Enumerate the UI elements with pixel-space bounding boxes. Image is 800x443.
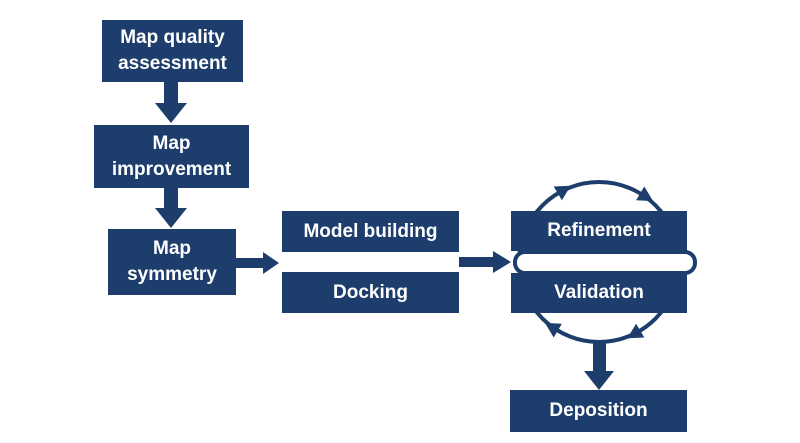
- cycle-pill-connector: [513, 250, 697, 275]
- node-map-symmetry: Map symmetry: [108, 229, 236, 295]
- node-refinement: Refinement: [511, 211, 687, 251]
- arrow-modelbuilding-to-refinement-icon: [459, 251, 511, 273]
- node-deposition: Deposition: [510, 390, 687, 432]
- node-validation: Validation: [511, 273, 687, 313]
- arrow-cycle-to-deposition-icon: [584, 342, 614, 390]
- cycle-arrowhead-top-right-icon: [636, 186, 654, 202]
- cycle-arrowhead-bottom-right-icon: [627, 323, 645, 339]
- node-model-building: Model building: [282, 211, 459, 252]
- node-map-improvement: Map improvement: [94, 125, 249, 188]
- arrow-improvement-to-symmetry-icon: [155, 188, 187, 228]
- cycle-arrowhead-bottom-left-icon: [544, 322, 562, 338]
- arrow-symmetry-to-modelbuilding-icon: [236, 252, 279, 274]
- node-map-quality-assessment: Map quality assessment: [102, 20, 243, 82]
- node-docking: Docking: [282, 272, 459, 313]
- arrow-quality-to-improvement-icon: [155, 82, 187, 123]
- cycle-arrowhead-top-left-icon: [553, 185, 571, 201]
